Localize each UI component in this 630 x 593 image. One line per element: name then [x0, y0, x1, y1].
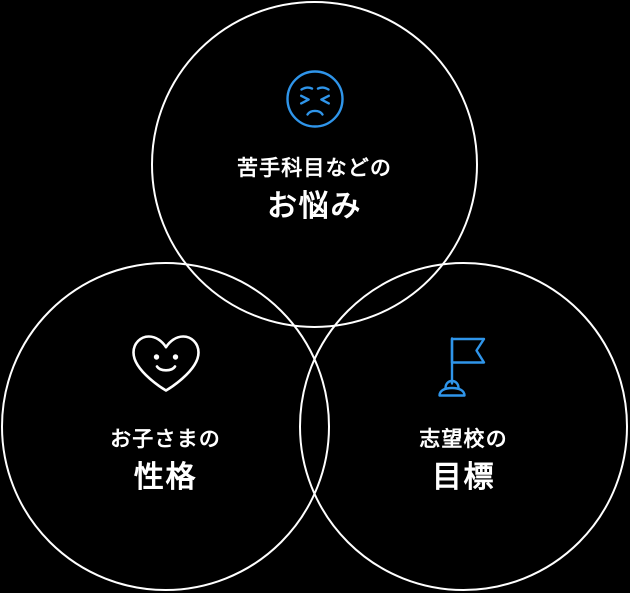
bubble-personality-line2: 性格 — [133, 461, 198, 495]
bubble-goal-line1: 志望校の — [419, 428, 508, 451]
bubble-worry: 苦手科目などの お悩み — [152, 68, 477, 226]
bubble-goal-line2: 目標 — [431, 461, 496, 495]
confounded-face-icon — [284, 68, 346, 130]
circle-personality — [1, 262, 330, 591]
bubble-personality-line1: お子さまの — [110, 428, 221, 451]
bubble-goal: 志望校の 目標 — [300, 333, 627, 497]
bubble-personality: お子さまの 性格 — [2, 333, 329, 497]
bubble-worry-line1: 苦手科目などの — [236, 157, 393, 180]
smiling-heart-icon — [129, 333, 203, 395]
flag-icon — [434, 333, 494, 401]
circle-goal — [299, 262, 628, 591]
bubble-worry-line2: お悩み — [267, 190, 362, 224]
circle-worry — [151, 1, 478, 328]
